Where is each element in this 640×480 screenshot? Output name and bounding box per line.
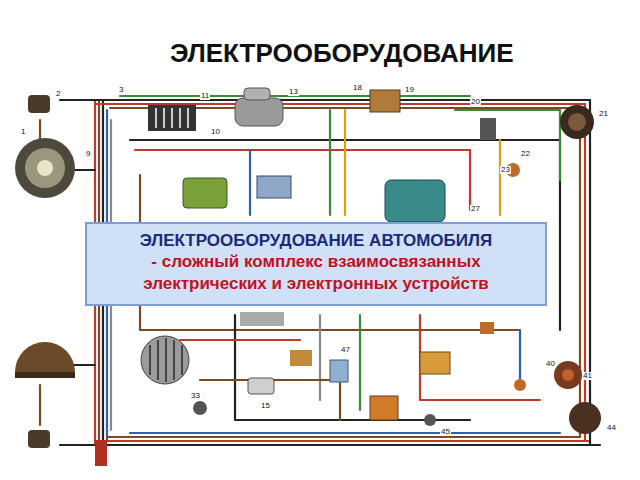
- callout-number: 2: [55, 90, 61, 98]
- callout-number: 27: [470, 205, 481, 213]
- callout-number: 18: [352, 84, 363, 92]
- callout-number: 44: [606, 424, 617, 432]
- callout-number: 19: [404, 86, 415, 94]
- callout-number: 22: [520, 150, 531, 158]
- callout-number: 9: [85, 150, 91, 158]
- callout-number: 23: [500, 166, 511, 174]
- text-panel: ЭЛЕКТРООБОРУДОВАНИЕ АВТОМОБИЛЯ- сложный …: [85, 222, 547, 306]
- callout-number: 20: [470, 98, 481, 106]
- callout-number: 21: [598, 110, 609, 118]
- callout-number: 45: [440, 428, 451, 436]
- callout-number: 33: [190, 392, 201, 400]
- callout-number: 47: [340, 346, 351, 354]
- panel-heading: ЭЛЕКТРООБОРУДОВАНИЕ АВТОМОБИЛЯ: [97, 230, 535, 251]
- callout-number: 40: [545, 360, 556, 368]
- page-title: ЭЛЕКТРООБОРУДОВАНИЕ: [170, 38, 514, 69]
- callout-number: 1: [20, 128, 26, 136]
- panel-body: - сложный комплекс взаимосвязанных элект…: [97, 251, 535, 294]
- callout-number: 3: [118, 86, 124, 94]
- callout-number: 13: [288, 88, 299, 96]
- callout-number: 15: [260, 402, 271, 410]
- callout-number: 41: [582, 372, 593, 380]
- callout-number: 11: [200, 92, 210, 100]
- callout-number: 10: [210, 128, 221, 136]
